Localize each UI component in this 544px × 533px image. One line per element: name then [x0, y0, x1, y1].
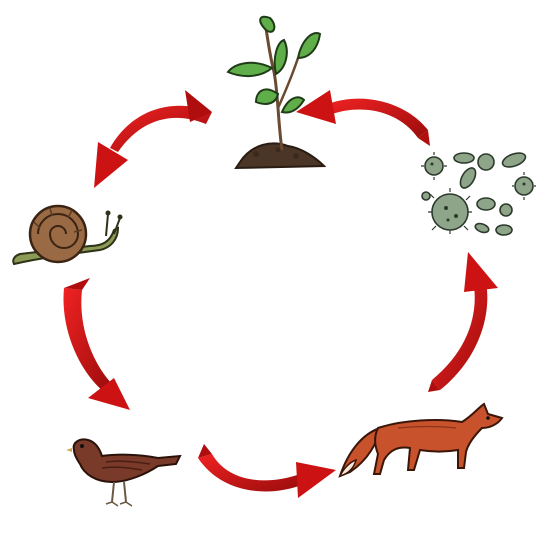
arrow-snail-to-bird — [63, 278, 130, 410]
snail-icon — [10, 200, 124, 272]
plant-sprout-icon — [226, 12, 326, 172]
arrow-bird-to-fox — [198, 444, 336, 498]
bird-icon — [66, 436, 182, 516]
arrow-plant-to-snail — [94, 90, 212, 188]
bacteria-fungi-icon — [420, 150, 536, 242]
fox-icon — [338, 398, 510, 482]
arrow-fox-to-decomposers — [428, 252, 498, 392]
